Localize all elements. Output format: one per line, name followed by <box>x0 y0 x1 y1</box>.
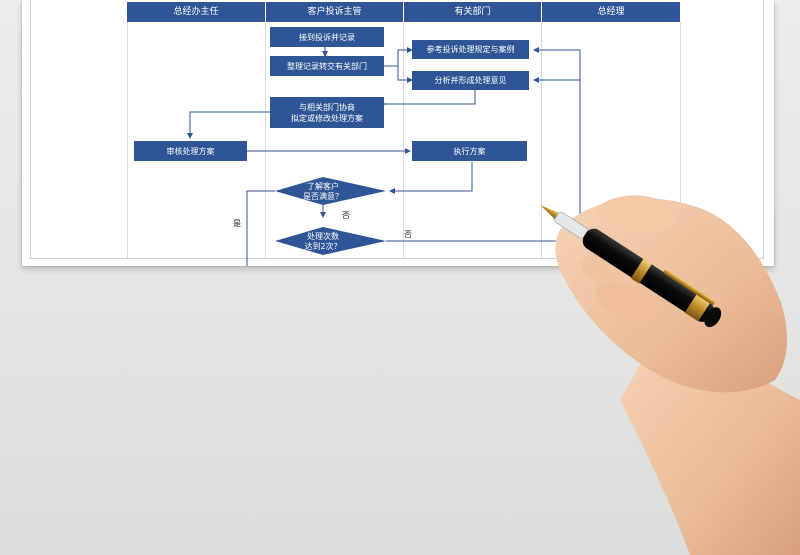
connector-layer <box>187 47 581 266</box>
pen-clip <box>663 269 716 305</box>
document-sheet: 总经办主任 客户投诉主管 有关部门 总经理 <box>22 0 774 266</box>
lane-divider <box>127 22 128 259</box>
pen-nib <box>540 205 561 221</box>
flowchart-frame <box>30 0 764 259</box>
node-receive-complaint: 接到投诉并记录 <box>270 27 384 47</box>
connector-negotiate-review <box>187 111 270 139</box>
connector-count-manager <box>386 47 581 242</box>
finger-shape <box>595 283 660 321</box>
lane-divider <box>403 22 404 259</box>
node-analyze-opinion: 分析并形成处理意见 <box>412 71 529 90</box>
lane-header-complaint-supervisor: 客户投诉主管 <box>266 2 403 22</box>
pen-end-cap <box>704 307 722 328</box>
connector-execute-satisfied <box>389 162 473 194</box>
lane-header-director: 总经办主任 <box>127 2 265 22</box>
lane-header-general-manager: 总经理 <box>542 2 680 22</box>
lane-header-related-department: 有关部门 <box>404 2 541 22</box>
pen-barrel <box>582 228 714 322</box>
pen-cap-band <box>684 293 711 322</box>
node-refer-rules: 参考投诉处理规定与案例 <box>412 40 529 59</box>
decision-count <box>275 227 386 255</box>
lane-divider <box>265 22 266 259</box>
node-organize-record: 整理记录转交有关部门 <box>270 56 384 76</box>
edge-label-no-count: 否 <box>404 230 412 239</box>
decision-satisfied-label: 了解客户 是否满意？ <box>303 182 343 201</box>
decision-satisfied <box>275 177 386 205</box>
edge-label-no-satisfied: 否 <box>342 211 350 220</box>
pen-ring <box>630 258 653 284</box>
lane-divider <box>680 22 681 259</box>
node-negotiate-plan: 与相关部门协商 拟定或修改处理方案 <box>270 97 384 128</box>
lane-divider <box>541 22 542 259</box>
pen-grip <box>554 211 588 239</box>
node-execute-plan: 执行方案 <box>412 141 527 161</box>
thumb-shape <box>597 195 675 234</box>
decision-count-label: 处理次数 达到2次？ <box>304 232 342 251</box>
connector-organize-analyze <box>384 65 413 83</box>
node-review-plan: 审核处理方案 <box>134 141 247 161</box>
connector-yes-branch <box>246 190 275 266</box>
edge-label-yes: 是 <box>233 219 241 228</box>
